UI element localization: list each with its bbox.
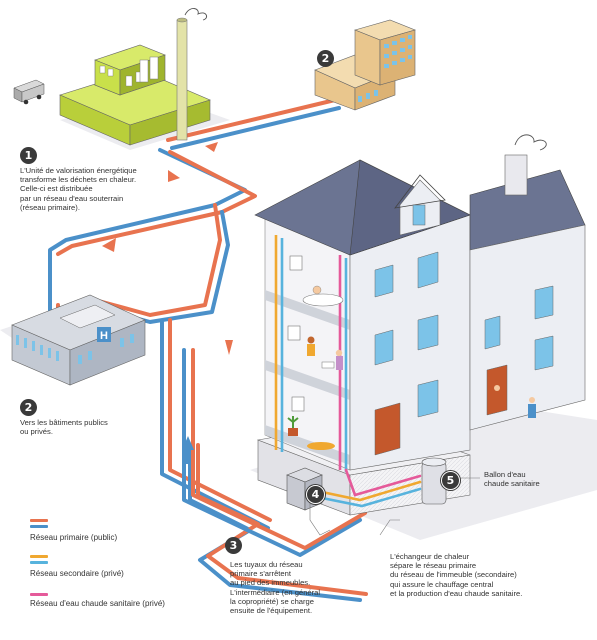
caption-line: et la production d'eau chaude sanitaire. xyxy=(390,588,523,598)
caption-line: sépare le réseau primaire xyxy=(390,561,477,571)
caption-line: au pied des immeubles. xyxy=(230,578,311,588)
arrow-right-icon xyxy=(168,170,180,182)
hot-water-tank xyxy=(421,457,447,505)
caption-buildings: Vers les bâtiments publics ou privés. xyxy=(20,418,108,436)
step-badge-3: 3 xyxy=(225,537,242,554)
legend-swatch-primary-hot xyxy=(30,519,48,522)
hospital-building: H xyxy=(11,294,146,386)
public-building-top xyxy=(314,19,416,111)
step-badge-4: 4 xyxy=(306,485,325,504)
secondary-pipes-basement xyxy=(320,468,422,508)
caption-line: transforme les déchets en chaleur. xyxy=(20,175,137,185)
caption-line: L'échangeur de chaleur xyxy=(390,552,470,561)
caption-line: chaude sanitaire xyxy=(484,479,540,489)
arrow-down-icon xyxy=(225,340,233,355)
caption-line: Ballon d'eau xyxy=(484,470,526,479)
neighbour-house xyxy=(469,134,586,431)
caption-exchanger: L'échangeur de chaleur sépare le réseau … xyxy=(390,552,522,598)
legend-swatch-sanitary xyxy=(30,593,48,596)
step-badge-2-top: 2 xyxy=(317,50,334,67)
smoke-icon xyxy=(514,134,547,151)
caption-line: Vers les bâtiments publics xyxy=(20,418,108,427)
caption-line: primaire s'arrêtent xyxy=(230,569,291,579)
waste-plant xyxy=(13,8,211,146)
caption-pipes-stop: Les tuyaux du réseau primaire s'arrêtent… xyxy=(230,560,320,615)
arrow-left-icon xyxy=(102,238,116,252)
legend-label-primary: Réseau primaire (public) xyxy=(30,533,118,542)
caption-line: ou privés. xyxy=(20,427,53,437)
apartment-building xyxy=(254,159,471,516)
garbage-truck-icon xyxy=(13,79,45,105)
legend-label-sanitary: Réseau d'eau chaude sanitaire (privé) xyxy=(30,599,165,608)
caption-line: L'intermédiaire (en général xyxy=(230,587,321,597)
caption-line: la copropriété) se charge xyxy=(230,596,314,606)
arrow-right-icon xyxy=(205,142,218,152)
caption-line: du réseau de l'immeuble (secondaire) xyxy=(390,570,517,580)
legend-label-secondary: Réseau secondaire (privé) xyxy=(30,569,124,578)
smoke-icon xyxy=(184,8,208,21)
step-badge-1: 1 xyxy=(20,147,37,164)
caption-plant: L'Unité de valorisation énergétique tran… xyxy=(20,166,137,212)
arrow-up-icon xyxy=(182,436,194,450)
step-badge-5: 5 xyxy=(441,471,460,490)
legend-swatch-secondary-hot xyxy=(30,555,48,558)
caption-line: ensuite de l'équipement. xyxy=(230,606,313,616)
caption-line: par un réseau d'eau souterrain xyxy=(20,193,124,203)
svg-text:H: H xyxy=(100,330,108,342)
step-badge-2-left: 2 xyxy=(20,399,37,416)
legend-swatch-secondary-cold xyxy=(30,561,48,564)
caption-line: qui assure le chauffage central xyxy=(390,579,494,589)
caption-line: (réseau primaire). xyxy=(20,202,80,212)
caption-line: Les tuyaux du réseau xyxy=(230,560,303,569)
caption-line: L'Unité de valorisation énergétique xyxy=(20,166,137,175)
caption-line: Celle-ci est distribuée xyxy=(20,184,93,194)
flow-arrows xyxy=(102,142,233,464)
hospital-h-icon xyxy=(97,327,111,342)
legend-swatch-primary-cold xyxy=(30,525,48,528)
caption-tank: Ballon d'eau chaude sanitaire xyxy=(484,470,540,488)
